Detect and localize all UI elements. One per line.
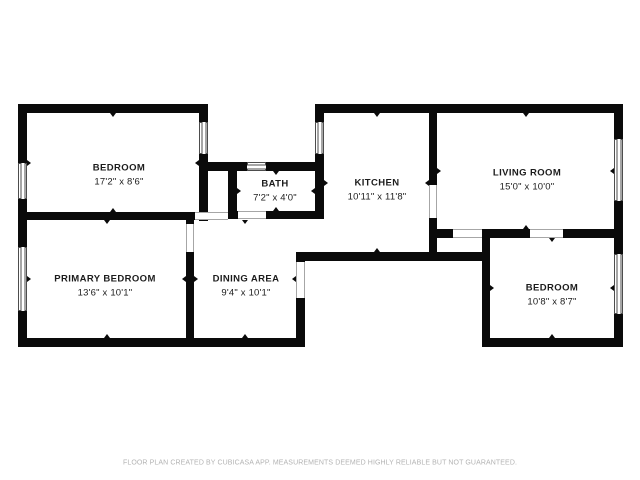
measure-tick	[194, 276, 198, 282]
measure-tick	[273, 207, 279, 211]
wall-bedrooms-divider	[18, 212, 195, 220]
window-notch-right	[315, 122, 324, 154]
room-dimensions: 10'11" x 11'8"	[347, 191, 407, 203]
wall-bath-left	[228, 171, 237, 219]
wall-kitchen-living-b	[429, 218, 437, 252]
measure-tick	[182, 276, 186, 282]
room-name: BEDROOM	[525, 282, 579, 294]
wall-notch-right	[315, 104, 324, 219]
wall-exterior-right	[614, 104, 623, 347]
measure-tick	[195, 160, 199, 166]
room-label-bedroom-1: BEDROOM 17'2" x 8'6"	[93, 162, 145, 189]
window-primary-left	[18, 247, 27, 311]
room-name: PRIMARY BEDROOM	[54, 273, 156, 285]
door-primary-bedroom	[186, 224, 194, 252]
measure-tick	[237, 188, 241, 194]
room-dimensions: 7'2" x 4'0"	[253, 192, 297, 204]
wall-exterior-top-left	[18, 104, 208, 113]
wall-bath-bottom-a	[228, 211, 238, 219]
room-dimensions: 10'8" x 8'7"	[527, 296, 577, 308]
measure-tick	[104, 220, 110, 224]
measure-tick	[437, 168, 441, 174]
wall-dining-right-a	[296, 252, 305, 262]
room-name: KITCHEN	[354, 177, 400, 189]
room-dimensions: 15'0" x 10'0"	[499, 181, 555, 193]
wall-exterior-left	[18, 104, 27, 347]
wall-exterior-bottom-right	[482, 338, 623, 347]
room-label-bath: BATH 7'2" x 4'0"	[253, 178, 297, 205]
opening-hall-nook	[195, 212, 228, 220]
room-name: LIVING ROOM	[492, 167, 562, 179]
wall-bath-bottom-b	[266, 211, 324, 219]
room-label-living-room: LIVING ROOM 15'0" x 10'0"	[493, 167, 561, 194]
room-dimensions: 13'6" x 10'1"	[77, 287, 133, 299]
measure-tick	[110, 208, 116, 212]
wall-primary-dining-a	[186, 220, 194, 224]
measure-tick	[311, 188, 315, 194]
measure-tick	[549, 334, 555, 338]
window-notch-left	[199, 122, 208, 154]
measure-tick	[242, 334, 248, 338]
window-bedroom1-left	[18, 163, 27, 199]
measure-tick	[490, 285, 494, 291]
wall-hall-bottom	[296, 252, 490, 261]
disclaimer-text: FLOOR PLAN CREATED BY CUBICASA APP. MEAS…	[122, 459, 518, 467]
room-label-dining-area: DINING AREA 9'4" x 10'1"	[213, 273, 280, 300]
door-bedroom2	[530, 229, 563, 238]
measure-tick	[242, 220, 248, 224]
wall-primary-dining-b	[186, 252, 194, 347]
measure-tick	[610, 285, 614, 291]
measure-tick	[523, 225, 529, 229]
measure-tick	[549, 238, 555, 242]
room-dimensions: 17'2" x 8'6"	[94, 176, 144, 188]
measure-tick	[324, 180, 328, 186]
wall-living-bottom-b	[482, 229, 530, 238]
window-living-right	[614, 139, 623, 201]
measure-tick	[110, 113, 116, 117]
measure-tick	[523, 113, 529, 117]
measure-tick	[27, 160, 31, 166]
wall-living-bottom-c	[563, 229, 623, 238]
room-label-bedroom-2: BEDROOM 10'8" x 8'7"	[526, 282, 578, 309]
measure-tick	[374, 113, 380, 117]
wall-exterior-bottom-left	[18, 338, 305, 347]
room-name: BEDROOM	[92, 162, 146, 174]
measure-tick	[273, 171, 279, 175]
room-dimensions: 9'4" x 10'1"	[221, 287, 271, 299]
measure-tick	[425, 180, 429, 186]
wall-bedroom2-left	[482, 229, 490, 347]
measure-tick	[610, 168, 614, 174]
wall-dining-right-b	[296, 298, 305, 347]
room-name: BATH	[261, 178, 289, 190]
measure-tick	[27, 276, 31, 282]
opening-living-hall	[453, 229, 482, 238]
room-label-kitchen: KITCHEN 10'11" x 11'8"	[348, 177, 407, 204]
window-bedroom2-right	[614, 254, 623, 314]
measure-tick	[104, 334, 110, 338]
door-dining	[296, 262, 305, 298]
wall-living-bottom-stub	[437, 229, 453, 238]
room-label-primary-bedroom: PRIMARY BEDROOM 13'6" x 10'1"	[54, 273, 156, 300]
door-bath	[238, 211, 266, 219]
door-kitchen	[429, 185, 437, 218]
measure-tick	[292, 276, 296, 282]
measure-tick	[374, 248, 380, 252]
wall-exterior-top-right	[315, 104, 623, 113]
wall-kitchen-living-a	[429, 113, 437, 185]
window-bath-top	[247, 162, 266, 171]
room-name: DINING AREA	[212, 273, 280, 285]
